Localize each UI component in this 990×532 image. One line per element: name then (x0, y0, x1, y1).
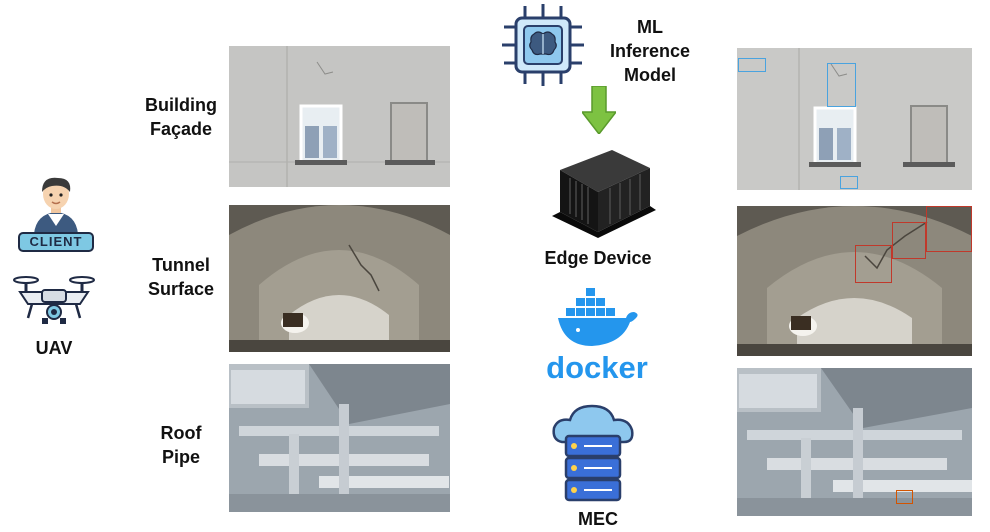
edge-device-label: Edge Device (544, 248, 652, 268)
ml-label-line1: ML (637, 17, 663, 37)
tunnel-input-image (229, 205, 450, 352)
down-arrow-icon (580, 85, 618, 136)
row-label-line1: Roof (160, 423, 202, 443)
tunnel-detection-box (855, 245, 892, 283)
pipe-output-image (737, 368, 972, 516)
row-label-line2: Pipe (161, 447, 200, 467)
client-user-icon (28, 170, 84, 234)
row-label-line2: Façade (149, 119, 213, 139)
client-badge: CLIENT (18, 232, 94, 252)
ml-model-label: ML Inference Model (596, 15, 704, 87)
facade-input-image (229, 46, 450, 187)
facade-detection-box (827, 63, 856, 107)
ml-chip-icon (500, 2, 586, 88)
facade-detection-box (738, 58, 766, 72)
edge-device-icon (540, 140, 656, 240)
docker-whale-icon (556, 286, 640, 348)
uav-label: UAV (35, 338, 73, 358)
row-label-pipe: Roof Pipe (128, 421, 234, 469)
row-label-facade: Building Façade (128, 93, 234, 141)
docker-label: docker (546, 350, 648, 385)
row-label-tunnel: Tunnel Surface (128, 253, 234, 301)
row-label-line1: Building (145, 95, 217, 115)
row-label-line2: Surface (147, 279, 215, 299)
ml-label-line2: Inference (609, 41, 691, 61)
mec-server-icon (548, 402, 638, 508)
row-label-line1: Tunnel (152, 255, 210, 275)
pipe-detection-box (896, 490, 913, 504)
tunnel-output-image (737, 206, 972, 356)
facade-detection-box (840, 176, 858, 189)
ml-label-line3: Model (624, 65, 676, 85)
tunnel-detection-box (926, 206, 972, 252)
mec-label: MEC (578, 509, 618, 529)
facade-output-image (737, 48, 972, 190)
drone-icon (12, 272, 96, 326)
pipe-input-image (229, 364, 450, 512)
tunnel-detection-box (892, 222, 926, 259)
